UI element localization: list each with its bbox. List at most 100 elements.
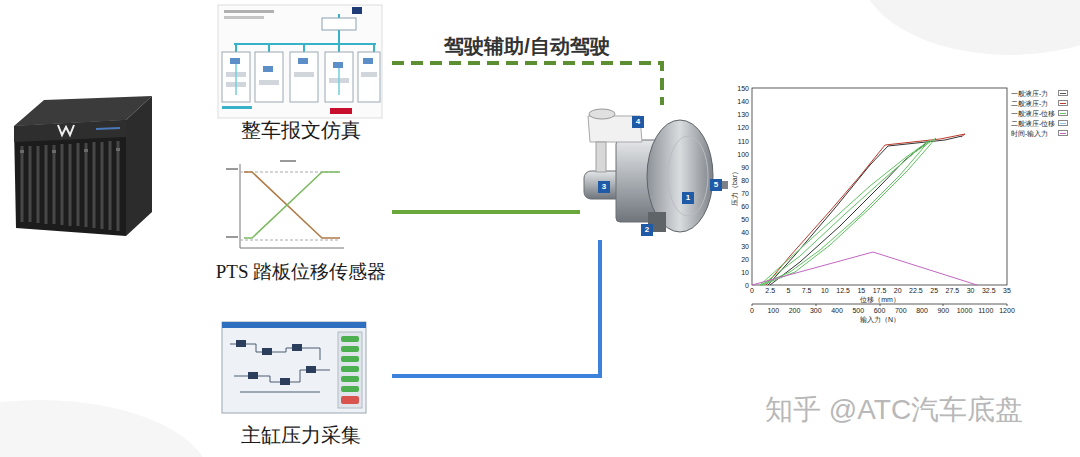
pts-chart-thumbnail-part <box>226 168 238 170</box>
tick-label: 700 <box>895 307 907 314</box>
hil-cabinet-part <box>20 148 120 153</box>
tick-label: 90 <box>741 163 749 170</box>
pressure-software-thumbnail-part <box>290 370 306 382</box>
pressure-software-thumbnail-part <box>248 372 258 379</box>
legend-sample <box>1058 100 1068 106</box>
callout-number: 2 <box>641 224 653 236</box>
message-simulation-thumbnail-part <box>363 58 373 64</box>
message-simulation-thumbnail-part <box>373 44 375 52</box>
pressure-chart-part <box>762 138 936 285</box>
tick-label: 200 <box>789 307 801 314</box>
legend-sample <box>1058 110 1068 116</box>
pressure-chart-part <box>880 304 881 306</box>
pressure-chart-part <box>752 252 977 285</box>
hil-cabinet-part <box>101 142 104 229</box>
pressure-chart <box>728 82 1074 326</box>
axis-title: 位移（mm） <box>860 295 900 302</box>
hil-cabinet-part <box>109 141 112 230</box>
message-simulation-thumbnail-part <box>230 58 240 64</box>
pressure-software-thumbnail-part <box>341 376 359 382</box>
hil-cabinet-part <box>117 141 120 231</box>
pressure-software-thumbnail-part <box>258 376 280 382</box>
legend-sample-line <box>1060 113 1066 114</box>
legend-sample <box>1058 130 1068 136</box>
tick-label: 70 <box>741 190 749 197</box>
message-simulation-thumbnail-part <box>290 52 318 102</box>
pressure-software-thumbnail-part <box>230 344 236 345</box>
message-simulation-thumbnail-part <box>218 5 382 118</box>
pressure-software-thumbnail-part <box>341 346 359 352</box>
tick-label: 20 <box>741 255 749 262</box>
pressure-software-thumbnail-part <box>222 322 366 328</box>
message-simulation-thumbnail-part <box>236 44 374 52</box>
tick-label: 150 <box>737 85 749 92</box>
tick-label: 7.5 <box>802 287 812 294</box>
signal-connector <box>392 63 662 105</box>
tick-label: 20 <box>894 287 902 294</box>
image-node: PTS 踏板位移传感器 <box>210 155 392 287</box>
pts-chart-thumbnail-part <box>244 172 340 238</box>
tick-label: 27.5 <box>946 287 960 294</box>
message-simulation-thumbnail-part <box>259 80 279 85</box>
tick-label: 5 <box>786 287 790 294</box>
tick-label: 100 <box>737 150 749 157</box>
tick-label: 2.5 <box>765 287 775 294</box>
brake-booster-illustration-part <box>596 142 606 172</box>
pressure-software-thumbnail-part <box>316 370 330 371</box>
pressure-software-thumbnail-part <box>341 366 359 372</box>
hil-cabinet-part <box>69 144 72 226</box>
message-simulation-thumbnail-part <box>294 72 314 77</box>
caption: 主缸压力采集 <box>241 424 361 447</box>
pressure-software-thumbnail-part <box>222 322 366 413</box>
tick-label: 22.5 <box>909 287 923 294</box>
legend-sample <box>1058 90 1068 96</box>
pts-chart-thumbnail-part <box>240 240 340 241</box>
message-simulation-thumbnail-part <box>222 52 380 102</box>
hil-cabinet-part <box>126 96 152 236</box>
pressure-software-thumbnail-part <box>302 348 320 360</box>
tick-label: 100 <box>767 307 779 314</box>
pressure-software-thumbnail-part <box>230 344 330 392</box>
tick-label: 25 <box>930 287 938 294</box>
message-simulation-thumbnail-part <box>352 7 362 14</box>
callout-number: 3 <box>598 181 610 193</box>
hil-cabinet-part <box>61 144 64 225</box>
message-simulation-thumbnail-part <box>322 18 356 30</box>
component-node: 43152 <box>580 105 730 240</box>
hil-cabinet-part <box>96 128 120 129</box>
legend-sample-line <box>1060 93 1066 94</box>
pressure-chart-part <box>752 304 1007 305</box>
hil-cabinet <box>14 96 152 236</box>
caption: PTS 踏板位移传感器 <box>216 261 387 283</box>
legend-sample-line <box>1060 103 1066 104</box>
message-simulation-thumbnail-part <box>303 44 305 52</box>
pressure-software-thumbnail-part <box>236 340 246 347</box>
message-simulation-thumbnail-part <box>325 52 353 102</box>
message-simulation-thumbnail-part <box>226 72 377 87</box>
tick-label: 1100 <box>978 307 993 314</box>
tick-label: 400 <box>831 307 843 314</box>
message-simulation-thumbnail-part <box>338 68 340 95</box>
pressure-chart-part <box>816 304 817 306</box>
legend-text: 时间-输入力 <box>1011 130 1048 137</box>
pressure-chart-part <box>728 82 1074 326</box>
tick-label: 60 <box>741 203 749 210</box>
hil-cabinet-part <box>45 145 48 224</box>
legend-sample-line <box>1060 133 1066 134</box>
message-simulation-thumbnail-part <box>230 58 373 72</box>
callout-number: 5 <box>710 179 722 191</box>
tick-label: 120 <box>737 124 749 131</box>
tick-label: 30 <box>741 242 749 249</box>
message-simulation-thumbnail-part <box>222 106 252 109</box>
background-decor-part <box>860 0 1080 55</box>
pts-chart-thumbnail-part <box>244 172 340 238</box>
legend-sample-line <box>1060 123 1066 124</box>
pressure-software-thumbnail-part <box>341 336 359 392</box>
message-simulation-thumbnail <box>218 5 382 118</box>
tick-label: 30 <box>967 287 975 294</box>
message-simulation-thumbnail-part <box>268 44 270 52</box>
message-simulation-thumbnail-part <box>224 16 264 19</box>
hil-cabinet-part <box>14 120 126 236</box>
